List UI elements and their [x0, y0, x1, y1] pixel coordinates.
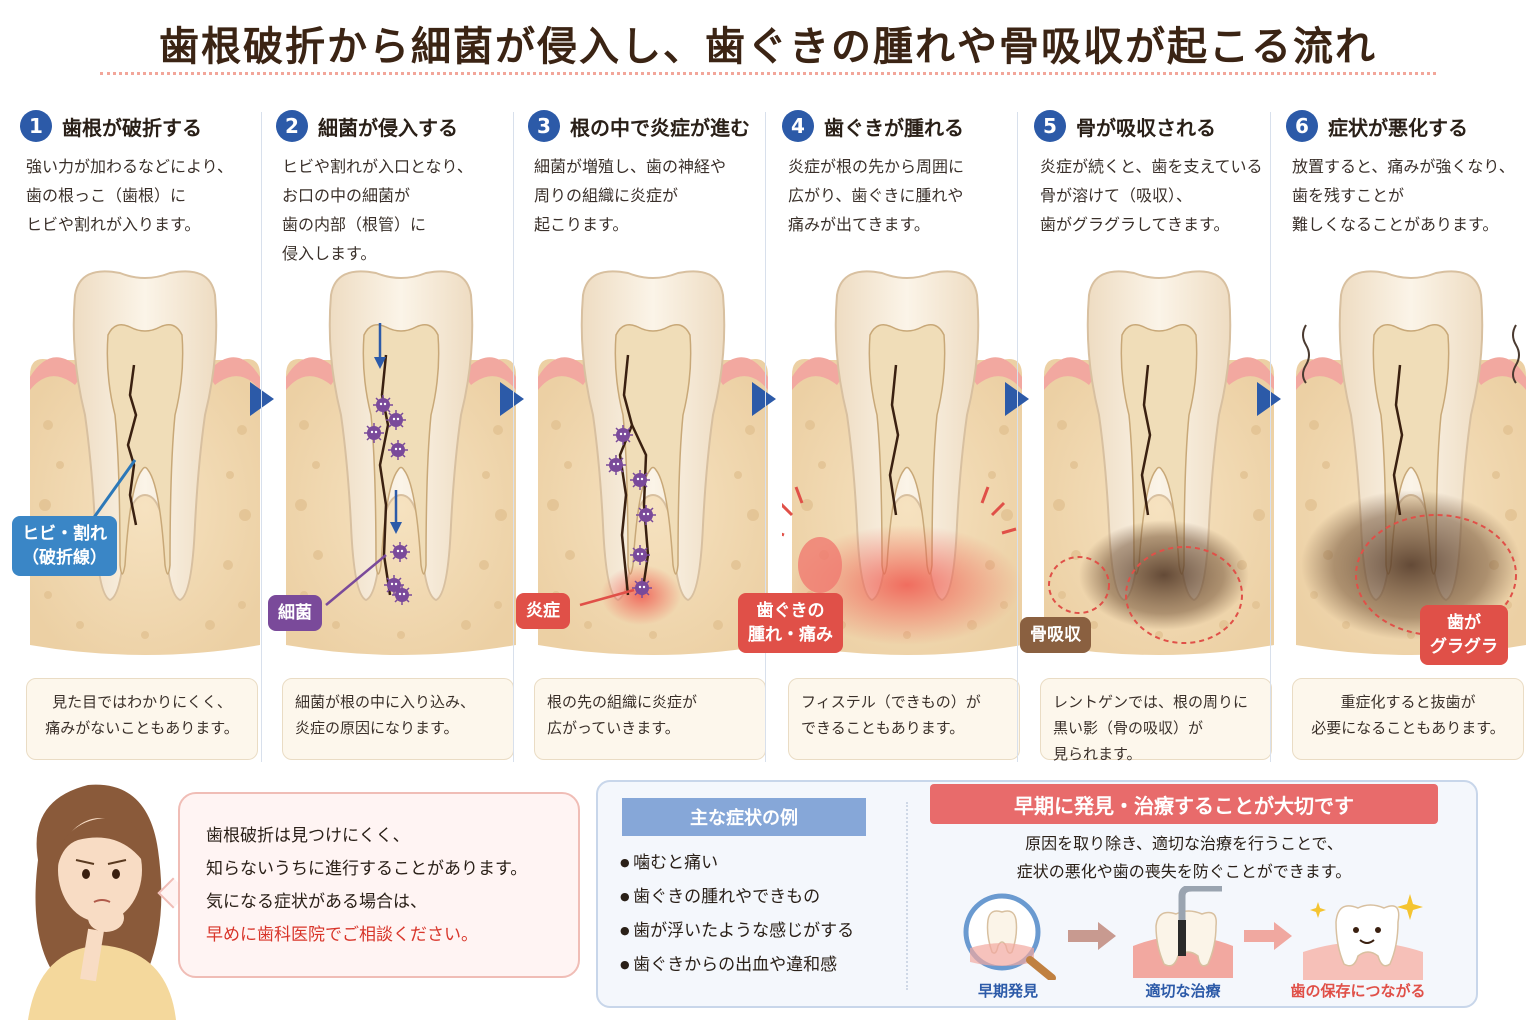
column-divider: [1017, 112, 1018, 762]
label-loose-tooth: 歯が グラグラ: [1420, 605, 1508, 665]
step-5-header: 5 骨が吸収される: [1034, 110, 1216, 142]
column-divider: [765, 112, 766, 762]
flow-arrow-3: [752, 382, 776, 416]
step-6-number: 6: [1286, 110, 1318, 142]
step-2-description: ヒビや割れが入口となり、 お口の中の細菌が 歯の内部（根管）に 侵入します。: [282, 157, 473, 263]
label-inflammation: 炎症: [516, 593, 570, 629]
step-1: 1 歯根が破折する 強い力が加わるなどにより、 歯の根っこ（歯根）に ヒビや割れ…: [12, 100, 268, 765]
healthy-tooth-icon: [1303, 894, 1423, 980]
step-5-note: レントゲンでは、根の周りに 黒い影（骨の吸収）が 見られます。: [1040, 678, 1272, 763]
column-divider: [513, 112, 514, 762]
step-6-title: 症状が悪化する: [1328, 115, 1468, 140]
magnifier-tooth-icon: [963, 893, 1056, 980]
dental-treatment-icon: [1133, 886, 1233, 978]
step-3-note: 根の先の組織に炎症が 広がっていきます。: [534, 678, 766, 760]
step-2-header: 2 細菌が侵入する: [276, 110, 458, 142]
title-divider: [100, 72, 1436, 75]
column-divider: [1270, 112, 1271, 762]
step-1-note: 見た目ではわかりにくく、 痛みがないこともあります。: [26, 678, 258, 760]
speech-bubble: 歯根破折は見つけにくく、 知らないうちに進行することがあります。 気になる症状が…: [178, 792, 580, 978]
speech-line-2: 知らないうちに進行することがあります。: [206, 859, 528, 879]
step-4: 4 歯ぐきが腫れる 炎症が根の先から周囲に 広がり、歯ぐきに腫れや 痛みが出てき…: [738, 100, 1030, 765]
step-3-number: 3: [528, 110, 560, 142]
step-5-description: 炎症が続くと、歯を支えている 骨が溶けて（吸収）、 歯がグラグラしてきます。: [1040, 157, 1263, 234]
step-3: 3 根の中で炎症が進む 細菌が増殖し、歯の神経や 周りの組織に炎症が 起こります…: [516, 100, 776, 765]
step-5: 5 骨が吸収される 炎症が続くと、歯を支えている 骨が溶けて（吸収）、 歯がグラ…: [1020, 100, 1282, 765]
column-divider: [261, 112, 262, 762]
step-4-title: 歯ぐきが腫れる: [824, 115, 964, 140]
flow-arrow-1: [250, 382, 274, 416]
step-2-note: 細菌が根の中に入り込み、 炎症の原因になります。: [282, 678, 514, 760]
tooth-inflammation-illustration: [537, 270, 769, 656]
label-bacteria: 細菌: [268, 595, 322, 631]
early-detection-description: 原因を取り除き、適切な治療を行うことで、 症状の悪化や歯の喪失を防ぐことができま…: [1016, 834, 1352, 881]
step-2: 2 細菌が侵入する ヒビや割れが入口となり、 お口の中の細菌が 歯の内部（根管）…: [268, 100, 524, 765]
step-4-description: 炎症が根の先から周囲に 広がり、歯ぐきに腫れや 痛みが出てきます。: [788, 157, 965, 234]
early-detection-heading: 早期に発見・治療することが大切です: [930, 784, 1438, 824]
step-6-description: 放置すると、痛みが強くなり、 歯を残すことが 難しくなることがあります。: [1292, 157, 1515, 234]
page-title: 歯根破折から細菌が侵入し、歯ぐきの腫れや骨吸収が起こる流れ: [159, 24, 1377, 70]
flow-arrow-5: [1257, 382, 1281, 416]
step-4-number: 4: [782, 110, 814, 142]
worried-woman-illustration: [28, 784, 176, 1020]
step-3-description: 細菌が増殖し、歯の神経や 周りの組織に炎症が 起こります。: [534, 157, 727, 234]
symptom-item: 歯が浮いたような感じがする: [620, 914, 854, 948]
symptom-item: 噛むと痛い: [620, 846, 854, 880]
label-crack: ヒビ・割れ （破折線）: [12, 516, 117, 576]
step-5-title: 骨が吸収される: [1076, 115, 1216, 140]
step-1-number: 1: [20, 110, 52, 142]
step-1-header: 1 歯根が破折する: [20, 110, 202, 142]
flow-label-preservation: 歯の保存につながる: [1290, 982, 1426, 1000]
step-1-title: 歯根が破折する: [62, 115, 202, 140]
tooth-swelling-illustration: [782, 270, 1023, 656]
speech-line-4: 早めに歯科医院でご相談ください。: [206, 925, 478, 945]
step-4-header: 4 歯ぐきが腫れる: [782, 110, 964, 142]
tooth-bacteria-illustration: [285, 270, 517, 656]
flow-arrow-icon: [1068, 922, 1116, 950]
step-3-title: 根の中で炎症が進む: [570, 115, 750, 140]
flow-label-early-detection: 早期発見: [977, 982, 1038, 1000]
step-6: 6 症状が悪化する 放置すると、痛みが強くなり、 歯を残すことが 難しくなること…: [1286, 100, 1534, 765]
tooth-fracture-illustration: [29, 270, 261, 656]
step-6-note: 重症化すると抜歯が 必要になることもあります。: [1292, 678, 1524, 760]
step-2-title: 細菌が侵入する: [318, 115, 458, 140]
sparkle-icon: [1397, 894, 1423, 920]
step-1-description: 強い力が加わるなどにより、 歯の根っこ（歯根）に ヒビや割れが入ります。: [26, 157, 234, 234]
step-2-number: 2: [276, 110, 308, 142]
symptom-item: 歯ぐきからの出血や違和感: [620, 948, 854, 982]
flow-label-treatment: 適切な治療: [1145, 982, 1221, 1000]
step-3-header: 3 根の中で炎症が進む: [528, 110, 750, 142]
label-bone-resorption: 骨吸収: [1020, 617, 1091, 653]
flow-arrow-2: [500, 382, 524, 416]
speech-line-1: 歯根破折は見つけにくく、: [206, 826, 410, 846]
symptoms-list: 噛むと痛い 歯ぐきの腫れやできもの 歯が浮いたような感じがする 歯ぐきからの出血…: [620, 846, 854, 982]
flow-arrow-icon: [1244, 922, 1292, 950]
step-6-header: 6 症状が悪化する: [1286, 110, 1468, 142]
label-gum-swelling: 歯ぐきの 腫れ・痛み: [738, 593, 843, 653]
symptom-item: 歯ぐきの腫れやできもの: [620, 880, 854, 914]
wobble-icon: [1302, 324, 1520, 384]
step-4-note: フィステル（できもの）が できることもあります。: [788, 678, 1020, 760]
step-5-number: 5: [1034, 110, 1066, 142]
tooth-worsening-illustration: [1295, 270, 1527, 656]
speech-line-3: 気になる症状がある場合は、: [206, 892, 427, 912]
info-box: 主な症状の例 噛むと痛い 歯ぐきの腫れやできもの 歯が浮いたような感じがする 歯…: [596, 780, 1478, 1008]
tooth-bone-resorption-illustration: [1043, 270, 1275, 656]
symptoms-heading: 主な症状の例: [622, 798, 866, 836]
vertical-divider: [906, 802, 908, 990]
